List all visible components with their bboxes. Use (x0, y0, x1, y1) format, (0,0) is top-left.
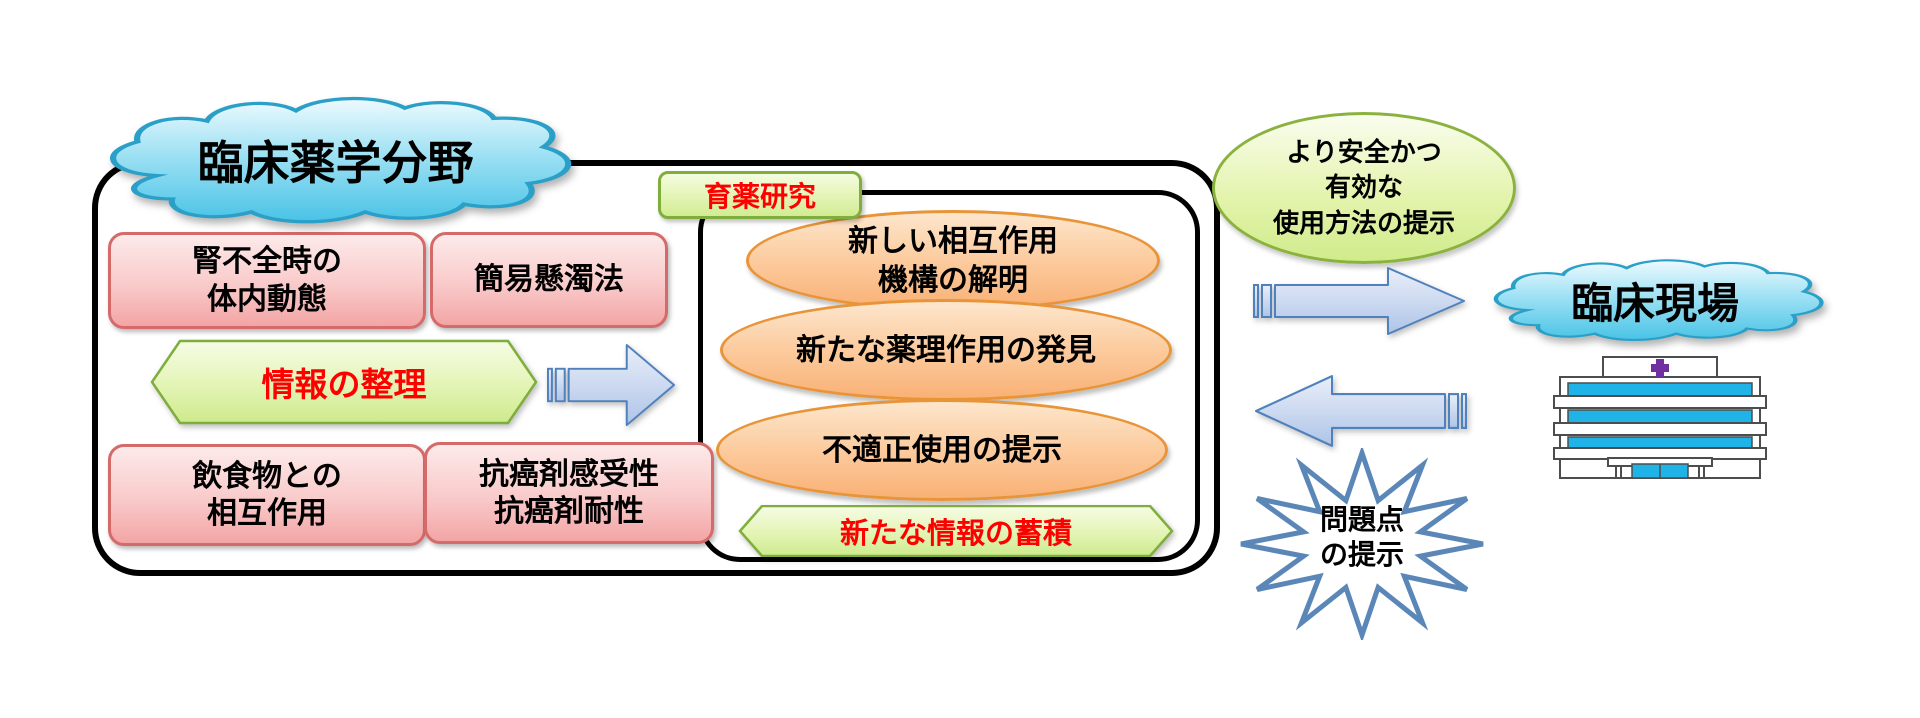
accumulate-info-label: 新たな情報の蓄積 (839, 518, 1072, 550)
clinical-site-cloud-label: 臨床現場 (1570, 279, 1739, 327)
problem-burst-text: 問題点 の提示 (1236, 448, 1488, 640)
topic-box-line: 相互作用 (207, 497, 327, 530)
topic-box-anticancer: 抗癌剤感受性 抗癌剤耐性 (424, 442, 714, 544)
medical-cross-icon (1651, 359, 1669, 377)
clinical-pharmacy-cloud: 臨床薬学分野 (88, 95, 583, 225)
outcome-ellipse-interaction-mechanism: 新しい相互作用 機構の解明 (746, 210, 1160, 311)
hospital-icon (1553, 356, 1767, 479)
organize-info-label: 情報の整理 (261, 366, 427, 403)
accumulate-info-hexagon: 新たな情報の蓄積 (738, 505, 1174, 557)
outcome-ellipse-improper-use: 不適正使用の提示 (716, 399, 1168, 501)
problem-burst: 問題点 の提示 (1236, 448, 1488, 640)
topic-box-food-interaction: 飲食物との 相互作用 (108, 444, 426, 546)
outcome-line: 機構の解明 (878, 263, 1028, 297)
topic-box-renal-failure: 腎不全時の 体内動態 (108, 232, 426, 329)
right-arrow-icon (546, 343, 676, 427)
hexagon-shape (738, 505, 1174, 557)
ikuyaku-research-tag: 育薬研究 (658, 171, 862, 219)
outcome-line: 新しい相互作用 (848, 224, 1058, 258)
topic-box-line: 飲食物との (192, 459, 342, 493)
cloud-icon (1493, 259, 1824, 341)
organize-info-hexagon: 情報の整理 (150, 339, 538, 425)
topic-box-line: 体内動態 (207, 282, 327, 316)
benefit-line: 有効な (1324, 172, 1403, 203)
topic-box-line: 抗癌剤耐性 (494, 495, 644, 528)
outcome-ellipse-new-pharmacology: 新たな薬理作用の発見 (720, 299, 1172, 401)
benefit-line: 使用方法の提示 (1272, 207, 1455, 238)
ikuyaku-research-label: 育薬研究 (703, 181, 816, 212)
starburst-icon (1240, 448, 1484, 640)
problem-burst-line: の提示 (1319, 539, 1404, 570)
cloud-icon (110, 96, 572, 224)
benefit-ellipse: より安全かつ 有効な 使用方法の提示 (1212, 112, 1516, 264)
problem-burst-line: 問題点 (1319, 504, 1404, 535)
hexagon-shape (150, 339, 538, 425)
flow-arrow-from-clinical-site (1254, 374, 1468, 448)
topic-box-simple-suspension: 簡易懸濁法 (430, 232, 668, 328)
clinical-pharmacy-cloud-label: 臨床薬学分野 (197, 137, 474, 189)
flow-arrow-to-research (546, 343, 676, 427)
clinical-site-cloud: 臨床現場 (1478, 258, 1832, 342)
topic-box-line: 腎不全時の (192, 245, 342, 278)
topic-box-line: 抗癌剤感受性 (479, 457, 659, 491)
outcome-line: 新たな薬理作用の発見 (796, 333, 1096, 367)
hospital-building (1552, 355, 1768, 480)
right-arrow-icon (1253, 267, 1465, 335)
benefit-line: より安全かつ (1286, 137, 1442, 168)
outcome-line: 不適正使用の提示 (822, 433, 1062, 467)
left-arrow-icon (1255, 375, 1467, 447)
flow-arrow-to-clinical-site (1252, 266, 1466, 336)
topic-box-line: 簡易懸濁法 (474, 263, 624, 297)
